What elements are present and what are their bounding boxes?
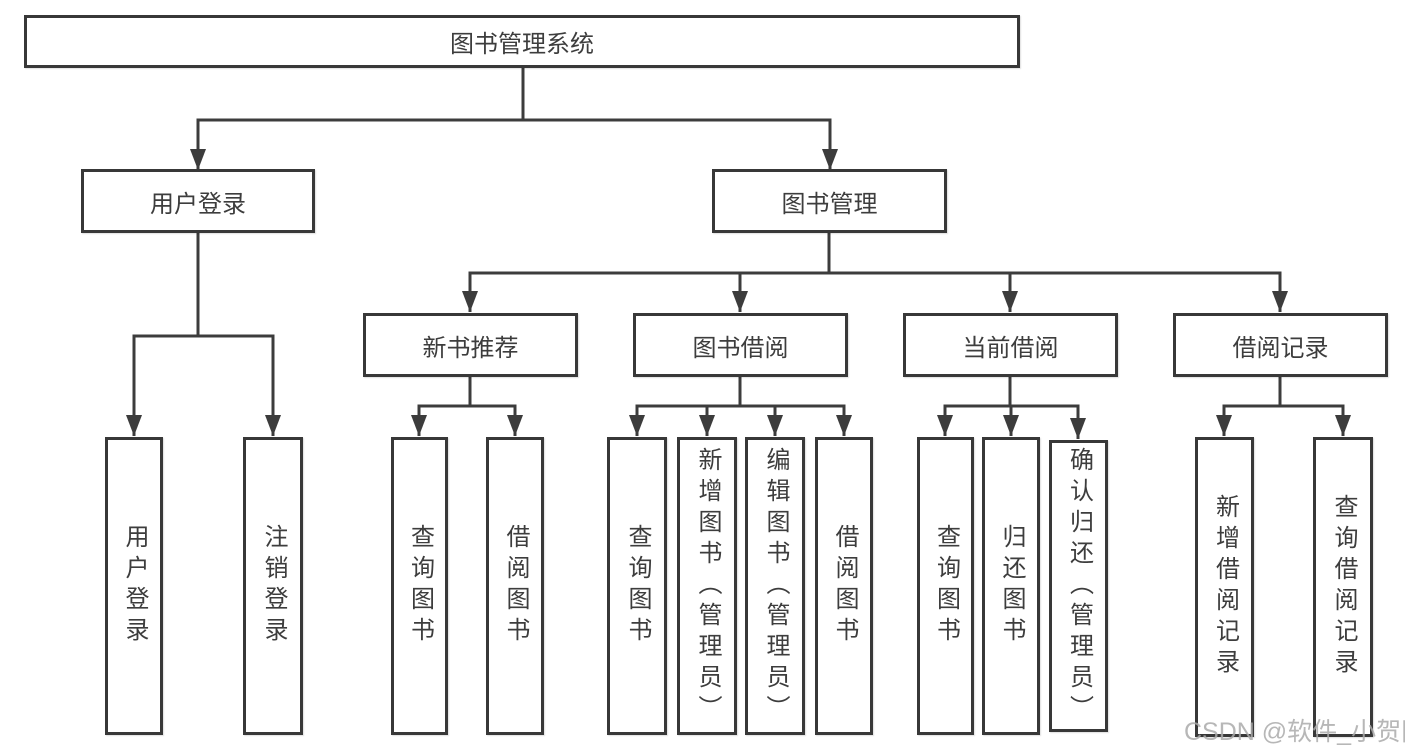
connector-recommend-trunk bbox=[417, 375, 517, 408]
leaf-query-books-current: 查询图书 bbox=[917, 437, 974, 735]
leaf-label: 查询图书 bbox=[624, 524, 651, 648]
leaf-label: 借阅图书 bbox=[502, 524, 529, 648]
leaf-query-books-recommend: 查询图书 bbox=[391, 437, 448, 735]
node-label: 当前借阅 bbox=[962, 334, 1059, 362]
node-label: 新书推荐 bbox=[422, 334, 519, 362]
leaf-label: 确认归还（管理员） bbox=[1065, 446, 1093, 726]
node-borrowing-records: 借阅记录 bbox=[1173, 313, 1388, 377]
leaf-label: 查询图书 bbox=[932, 524, 960, 648]
node-book-management: 图书管理 bbox=[712, 169, 947, 233]
node-label: 图书管理 bbox=[781, 190, 878, 218]
connector-login-trunk bbox=[132, 231, 275, 338]
leaf-add-books-admin: 新增图书（管理员） bbox=[677, 437, 737, 735]
node-label: 用户登录 bbox=[150, 190, 246, 218]
leaf-edit-books-admin: 编辑图书（管理员） bbox=[745, 437, 805, 735]
leaf-label: 归还图书 bbox=[998, 524, 1025, 648]
leaf-label: 查询借阅记录 bbox=[1330, 494, 1357, 680]
leaf-confirm-return-admin: 确认归还（管理员） bbox=[1049, 440, 1108, 732]
node-user-login: 用户登录 bbox=[81, 169, 315, 233]
leaf-query-borrow-record: 查询借阅记录 bbox=[1313, 437, 1373, 737]
node-current-borrowing: 当前借阅 bbox=[903, 313, 1118, 377]
leaf-label: 新增图书（管理员） bbox=[694, 446, 721, 726]
node-label: 图书管理系统 bbox=[450, 31, 594, 58]
connector-borrow-trunk bbox=[635, 375, 846, 408]
leaf-add-borrow-record: 新增借阅记录 bbox=[1195, 437, 1254, 737]
node-new-book-recommend: 新书推荐 bbox=[363, 313, 578, 377]
leaf-query-books-borrow: 查询图书 bbox=[607, 437, 667, 735]
leaf-label: 新增借阅记录 bbox=[1211, 494, 1239, 680]
leaf-user-login: 用户登录 bbox=[105, 437, 163, 735]
leaf-label: 用户登录 bbox=[121, 524, 148, 648]
leaf-label: 查询图书 bbox=[406, 524, 434, 648]
leaf-borrow-books: 借阅图书 bbox=[815, 437, 873, 735]
connector-root-trunk bbox=[196, 66, 832, 122]
node-library-management-system: 图书管理系统 bbox=[24, 15, 1020, 68]
leaf-label: 借阅图书 bbox=[831, 524, 858, 648]
leaf-return-books: 归还图书 bbox=[982, 437, 1040, 735]
leaf-logout: 注销登录 bbox=[243, 437, 303, 735]
csdn-watermark: CSDN @软件_小贺同学 bbox=[1184, 718, 1405, 746]
leaf-label: 编辑图书（管理员） bbox=[762, 446, 789, 726]
node-book-borrowing: 图书借阅 bbox=[633, 313, 848, 377]
node-label: 借阅记录 bbox=[1232, 334, 1329, 362]
connector-mgmt-trunk bbox=[468, 231, 1282, 275]
leaf-borrow-books-recommend: 借阅图书 bbox=[486, 437, 544, 735]
node-label: 图书借阅 bbox=[692, 334, 789, 362]
connector-record-trunk bbox=[1222, 375, 1345, 408]
leaf-label: 注销登录 bbox=[260, 524, 287, 648]
connector-current-trunk bbox=[943, 375, 1080, 408]
